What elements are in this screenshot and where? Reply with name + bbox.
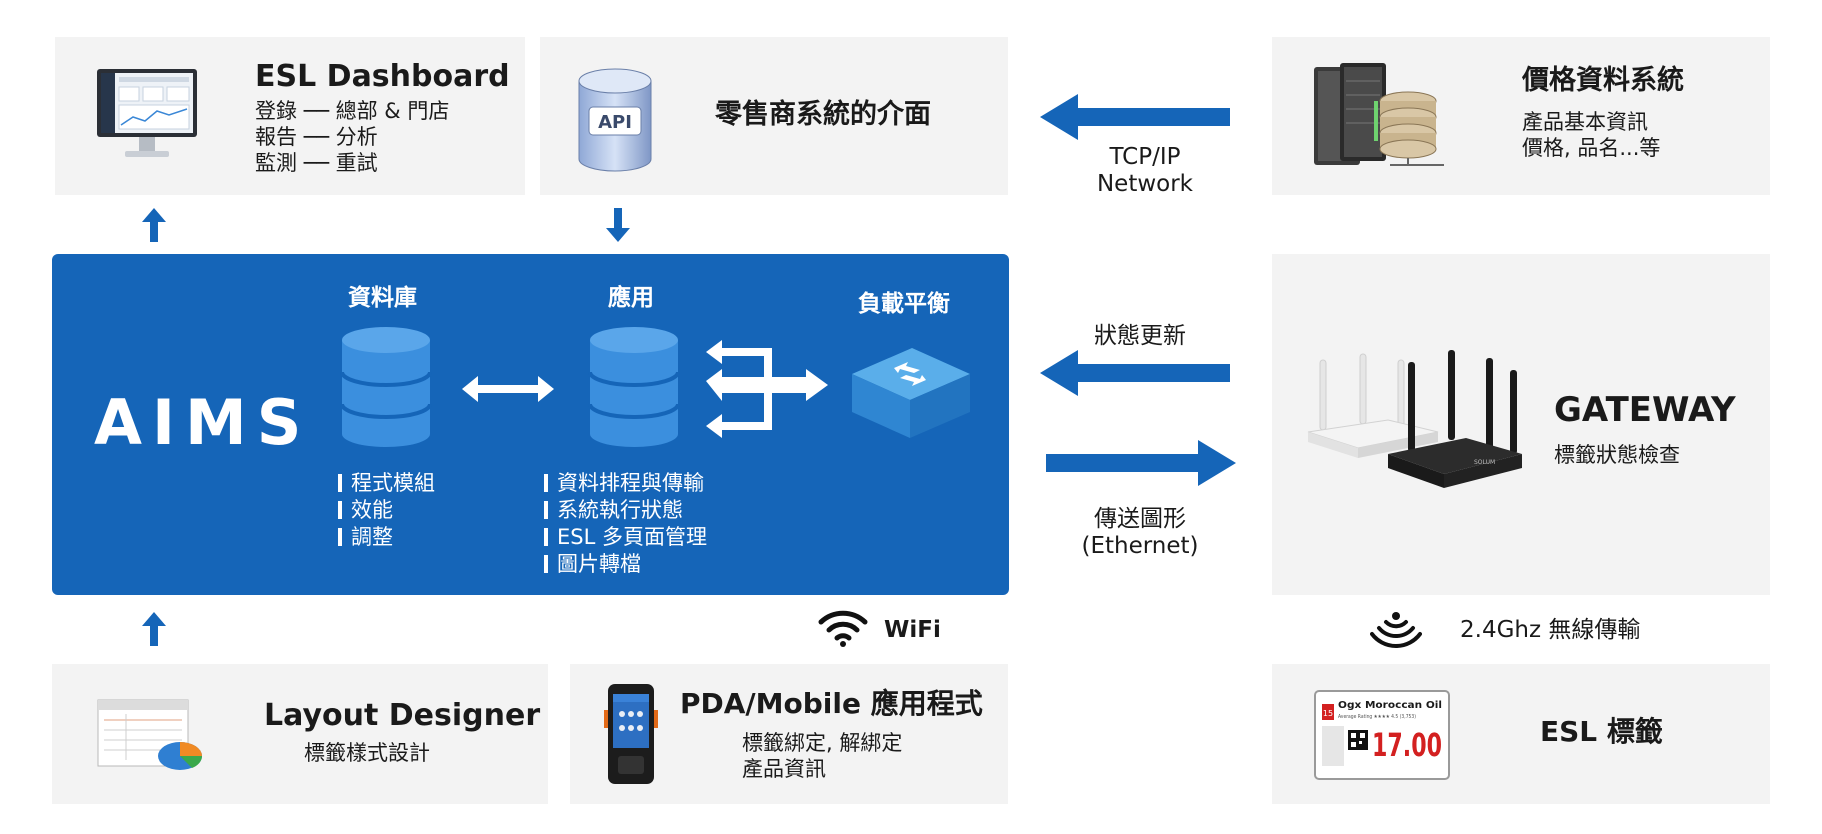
tcpip-label-1: TCP/IP — [1109, 144, 1181, 170]
esl-dashboard-line-2: 報告 ── 分析 — [255, 125, 378, 149]
double-arrow-icon — [462, 374, 554, 404]
application-label: 應用 — [608, 285, 654, 311]
up-arrow-layout-icon — [142, 612, 166, 646]
esl-dashboard-line-3: 監測 ── 重試 — [255, 151, 378, 175]
esl-dashboard-line-1: 登錄 ── 總部 & 門店 — [255, 99, 450, 123]
database-label: 資料庫 — [348, 285, 417, 311]
aims-logo: AIMS — [94, 386, 312, 459]
status-update-arrow-left-icon — [1040, 350, 1230, 396]
gateway-brand: SOLUM — [1474, 459, 1495, 466]
status-update-label: 狀態更新 — [1094, 323, 1186, 349]
esl-tag-device: 15 Ogx Moroccan Oil Average Rating ★★★★ … — [1314, 690, 1450, 780]
layout-designer-title: Layout Designer — [264, 698, 541, 733]
wireless-label: 2.4Ghz 無線傳輸 — [1460, 617, 1641, 643]
esl-dashboard-panel: ESL Dashboard 登錄 ── 總部 & 門店 報告 ── 分析 監測 … — [55, 37, 525, 195]
application-bullet: 圖片轉檔 — [544, 551, 707, 578]
price-system-line-1: 產品基本資訊 — [1522, 110, 1648, 134]
gateway-routers-icon: SOLUM — [1298, 350, 1528, 500]
esl-dashboard-title: ESL Dashboard — [255, 59, 510, 94]
tcpip-arrow-left-icon — [1040, 94, 1230, 140]
database-bullet: 效能 — [338, 497, 435, 524]
send-graphics-label-1: 傳送圖形 — [1094, 506, 1186, 532]
database-bullet: 程式模組 — [338, 470, 435, 497]
api-label: API — [598, 112, 632, 133]
tcpip-label-2: Network — [1096, 171, 1194, 197]
server-icon — [1310, 61, 1450, 173]
application-bullet: 資料排程與傳輸 — [544, 470, 707, 497]
api-database-icon: API — [575, 65, 655, 175]
layout-designer-icon — [96, 696, 208, 776]
layout-designer-subtitle: 標籤樣式設計 — [304, 741, 430, 765]
wifi-label: WiFi — [884, 617, 941, 643]
pda-device-icon — [604, 684, 658, 784]
gateway-subtitle: 標籤狀態檢查 — [1554, 443, 1680, 467]
application-bullet: 系統執行狀態 — [544, 497, 707, 524]
layout-designer-panel: Layout Designer 標籤樣式設計 — [52, 664, 548, 804]
esl-tag-panel: 15 Ogx Moroccan Oil Average Rating ★★★★ … — [1272, 664, 1770, 804]
esl-tag-price: 17.00 — [1372, 726, 1442, 764]
database-bullet: 調整 — [338, 524, 435, 551]
wifi-icon — [818, 608, 868, 648]
send-graphics-arrow-right-icon — [1046, 440, 1236, 486]
application-bullet: ESL 多頁面管理 — [544, 524, 707, 551]
price-system-panel: 價格資料系統 產品基本資訊 價格, 品名...等 — [1272, 37, 1770, 195]
application-bullets: 資料排程與傳輸 系統執行狀態 ESL 多頁面管理 圖片轉檔 — [544, 470, 707, 578]
esl-tag-rating: Average Rating ★★★★ 4.5 (3,753) — [1338, 714, 1416, 720]
gateway-panel: SOLUM GATEWAY 標籤狀態檢查 — [1272, 254, 1770, 595]
esl-tag-product: Ogx Moroccan Oil — [1338, 700, 1442, 711]
pda-mobile-line-1: 標籤綁定, 解綁定 — [742, 731, 903, 755]
pda-mobile-line-2: 產品資訊 — [742, 757, 826, 781]
distribution-arrows-icon — [706, 338, 828, 440]
price-system-title: 價格資料系統 — [1522, 65, 1684, 96]
database-icon — [340, 326, 432, 448]
esl-tag-title: ESL 標籤 — [1540, 715, 1663, 748]
aims-platform-panel: AIMS 資料庫 程式模組 效能 調整 應用 資料排程與傳輸 系統執行狀態 ES… — [52, 254, 1009, 595]
retailer-interface-title: 零售商系統的介面 — [715, 99, 931, 130]
retailer-interface-panel: API 零售商系統的介面 — [540, 37, 1008, 195]
price-system-line-2: 價格, 品名...等 — [1522, 136, 1661, 160]
pda-mobile-panel: PDA/Mobile 應用程式 標籤綁定, 解綁定 產品資訊 — [570, 664, 1008, 804]
pda-mobile-title: PDA/Mobile 應用程式 — [680, 687, 983, 720]
wireless-signal-icon — [1370, 608, 1422, 648]
esl-tag-badge: 15 — [1323, 709, 1333, 718]
application-database-icon — [588, 326, 680, 448]
down-arrow-interface-icon — [606, 208, 630, 242]
monitor-icon — [95, 65, 199, 169]
up-arrow-dashboard-icon — [142, 208, 166, 242]
gateway-title: GATEWAY — [1554, 390, 1736, 430]
database-bullets: 程式模組 效能 調整 — [338, 470, 435, 551]
load-balancer-switch-icon — [850, 340, 972, 440]
load-balancer-label: 負載平衡 — [858, 291, 950, 317]
send-graphics-label-2: (Ethernet) — [1081, 533, 1199, 559]
